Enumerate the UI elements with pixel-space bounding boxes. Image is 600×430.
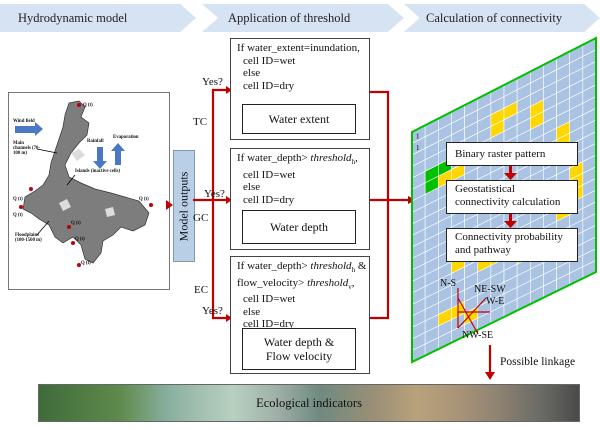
step-calculation-of-connectivity: Calculation of connectivity	[404, 4, 600, 32]
floodplains-label: Floodplains (100-1500 m)	[15, 233, 42, 243]
geostatistical-box: Geostatistical connectivity calculation	[446, 180, 578, 214]
q-label-1: Q (t)	[83, 103, 93, 108]
wind-arrow-icon	[15, 126, 35, 133]
q-label-5: Q (t)	[75, 237, 85, 242]
water-extent-box: Water extent	[242, 104, 356, 134]
ec-yes-label: Yes?	[202, 305, 223, 317]
evaporation-arrow-icon	[115, 151, 121, 165]
islands-label: Islands (inactive cells)	[75, 169, 121, 174]
step-hydrodynamic-model: Hydrodynamic model	[0, 4, 196, 32]
ecological-indicators-strip: Ecological indicators	[38, 384, 580, 422]
q-label-6: Q (t)	[81, 261, 91, 266]
rainfall-label: Rainfall	[87, 139, 104, 144]
binary-raster-box: Binary raster pattern	[446, 142, 578, 166]
wind-field-label: Wind field	[13, 119, 35, 124]
ec-label: EC	[194, 284, 209, 296]
lake-map-graphic	[15, 100, 153, 267]
q-label-3: Q (t)	[13, 213, 23, 218]
raster-cell-value: 1	[416, 144, 420, 152]
q-label-2: Q (t)	[13, 197, 23, 202]
tc-yes-label: Yes?	[202, 76, 223, 88]
gc-yes-label: Yes?	[204, 188, 225, 200]
dir-nesw-label: NE-SW	[474, 284, 506, 295]
rainfall-arrow-icon	[97, 147, 103, 161]
tc-label: TC	[193, 116, 208, 128]
dir-ns-label: N-S	[440, 278, 457, 289]
evaporation-label: Evaporation	[113, 135, 139, 140]
q-label-4: Q (t)	[71, 221, 81, 226]
q-label-7: Q (t)	[139, 197, 149, 202]
gc-label: GC	[193, 212, 209, 224]
raster-cell-value: 1	[416, 133, 420, 141]
water-depth-box: Water depth	[242, 210, 356, 244]
raster-outline	[411, 36, 597, 364]
model-outputs-box: Model outputs	[173, 150, 195, 262]
step-application-of-threshold: Application of threshold	[202, 4, 404, 32]
possible-linkage-label: Possible linkage	[500, 356, 576, 368]
water-depth-flow-velocity-box: Water depth & Flow velocity	[242, 328, 356, 370]
hydrodynamic-model-map: Wind field Main channels (70-100 m) Rain…	[8, 92, 170, 290]
connectivity-probability-box: Connectivity probability and pathway	[446, 228, 578, 262]
dir-nwse-label: NW-SE	[462, 330, 494, 341]
main-channels-label: Main channels (70-100 m)	[13, 141, 41, 156]
dir-we-label: W-E	[486, 296, 505, 307]
